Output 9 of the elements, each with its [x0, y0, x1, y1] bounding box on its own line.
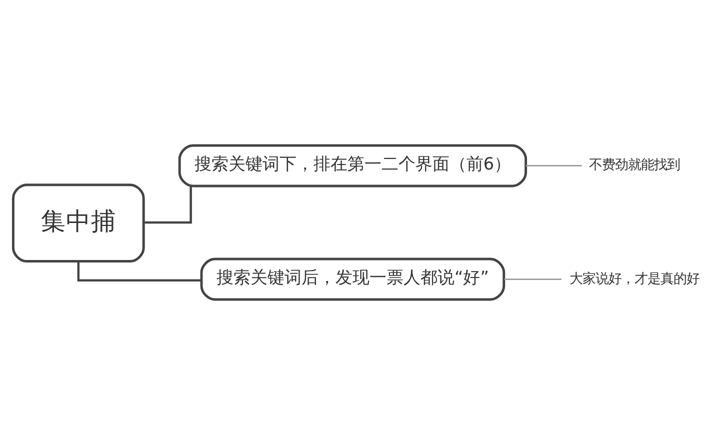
- connector: [144, 186, 192, 224]
- node-text: 大家说好，才是真的好: [569, 270, 700, 287]
- connector: [504, 278, 562, 280]
- node-box: 集中捕: [12, 184, 145, 263]
- connector: [77, 261, 202, 282]
- node-text: 不费劲就能找到: [588, 157, 680, 174]
- node-box: 搜索关键词后，发现一票人都说“好”: [200, 258, 506, 301]
- connector: [526, 165, 582, 166]
- node-box: 搜索关键词下，排在第一二个界面（前6）: [178, 144, 528, 188]
